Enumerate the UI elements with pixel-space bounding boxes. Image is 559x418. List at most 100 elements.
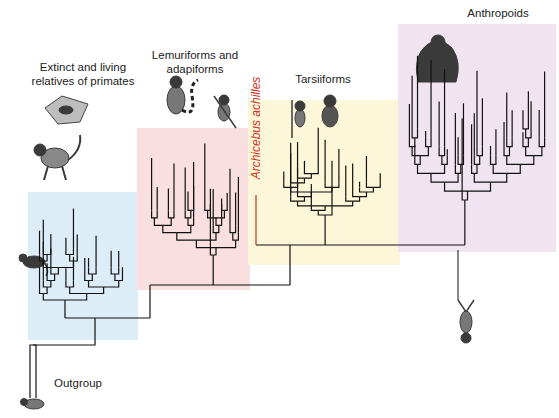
tree-branch xyxy=(318,210,325,215)
tree-branch xyxy=(463,103,464,155)
tree-branch xyxy=(442,147,445,156)
tree-branch xyxy=(528,91,529,120)
tree-branch xyxy=(33,318,95,345)
tree-branch xyxy=(360,192,367,197)
tree-branch xyxy=(85,274,89,281)
tree-branch xyxy=(227,193,228,203)
tree-branch xyxy=(366,187,373,192)
tree-branch xyxy=(152,210,155,217)
tree-branch xyxy=(420,147,428,156)
tree-branch xyxy=(526,138,529,147)
tree-branch xyxy=(185,210,188,217)
tree-branch xyxy=(47,274,51,281)
tree-branch xyxy=(89,268,93,275)
tree-branch xyxy=(523,120,526,129)
tree-branch xyxy=(115,274,119,281)
tree-branch xyxy=(216,225,219,232)
tree-branch xyxy=(409,104,410,138)
tree-branch xyxy=(526,147,534,156)
tree-branch xyxy=(233,233,236,240)
tree-branch xyxy=(196,233,216,240)
tree-branch xyxy=(163,225,177,232)
tree-branch xyxy=(304,174,311,179)
tree-branch xyxy=(345,165,346,196)
tree-branch xyxy=(208,210,216,217)
tree-branch xyxy=(311,169,318,174)
tree-branch xyxy=(216,210,224,217)
tree-branch xyxy=(39,231,40,255)
tree-branch xyxy=(284,183,291,188)
tree-branch xyxy=(43,294,65,301)
tree-branch xyxy=(43,220,44,248)
tree-branch xyxy=(58,261,73,268)
tree-branch xyxy=(468,182,491,191)
tree-branch xyxy=(65,238,66,248)
tree-branch xyxy=(40,287,44,294)
tree-branch xyxy=(88,258,89,268)
tree-branch xyxy=(304,161,305,169)
clade-heading: Extinct and living relatives of primates xyxy=(22,60,144,88)
tree-branch xyxy=(526,120,529,129)
tree-branch xyxy=(544,72,545,138)
tree-branch xyxy=(522,110,523,120)
tree-branch xyxy=(43,281,47,288)
tree-branch xyxy=(216,218,219,225)
tree-branch xyxy=(236,233,239,240)
tree-branch xyxy=(534,147,542,156)
tree-branch xyxy=(92,268,96,275)
tree-branch xyxy=(445,182,468,191)
tree-branch xyxy=(298,178,305,183)
tree-branch xyxy=(235,192,236,225)
tree-branch xyxy=(233,225,236,232)
tree-branch xyxy=(177,233,197,240)
tree-branch xyxy=(477,156,480,165)
tree-branch xyxy=(65,268,66,280)
tree-branch xyxy=(474,113,475,155)
tree-branch xyxy=(491,156,494,165)
tree-branch xyxy=(539,110,540,138)
tree-branch xyxy=(428,138,431,147)
tree-branch xyxy=(520,156,534,165)
tree-branch xyxy=(50,234,51,248)
tree-branch xyxy=(30,345,36,398)
tree-branch xyxy=(221,204,222,218)
tree-branch xyxy=(412,147,420,156)
tree-branch xyxy=(458,164,461,173)
tree-branch xyxy=(39,267,40,287)
tree-branch xyxy=(507,147,510,156)
tree-branch xyxy=(51,268,55,275)
tree-branch xyxy=(430,60,431,137)
tree-branch xyxy=(311,184,312,206)
clade-heading: Anthropoids xyxy=(448,6,548,20)
tree-branch xyxy=(221,198,222,203)
tree-branch xyxy=(154,210,157,217)
tree-branch xyxy=(332,183,339,188)
tree-branch xyxy=(530,101,531,129)
tree-branch xyxy=(291,187,312,192)
tree-branch xyxy=(89,281,104,288)
tree-branch xyxy=(119,274,123,281)
tree-branch xyxy=(495,129,496,155)
tree-branch xyxy=(373,183,380,188)
tree-branch xyxy=(439,147,442,156)
tree-branch xyxy=(491,173,507,182)
tree-branch xyxy=(111,268,115,275)
tree-branch xyxy=(154,218,162,225)
tree-branch xyxy=(118,251,119,268)
animal-silhouettes xyxy=(19,35,474,409)
tree-branch xyxy=(210,204,211,248)
tree-branch xyxy=(298,174,305,179)
tree-branch xyxy=(465,191,468,200)
tree-branch xyxy=(325,215,326,245)
tree-branch xyxy=(95,236,96,268)
tree-branch xyxy=(445,173,459,182)
tree-branch xyxy=(311,187,332,192)
tree-branch xyxy=(297,142,298,174)
tree-branch xyxy=(426,138,429,147)
tree-branch xyxy=(318,206,325,211)
tree-branch xyxy=(425,131,426,138)
tree-branch xyxy=(523,138,526,147)
tree-branch xyxy=(111,251,112,268)
tree-branch xyxy=(477,147,480,156)
